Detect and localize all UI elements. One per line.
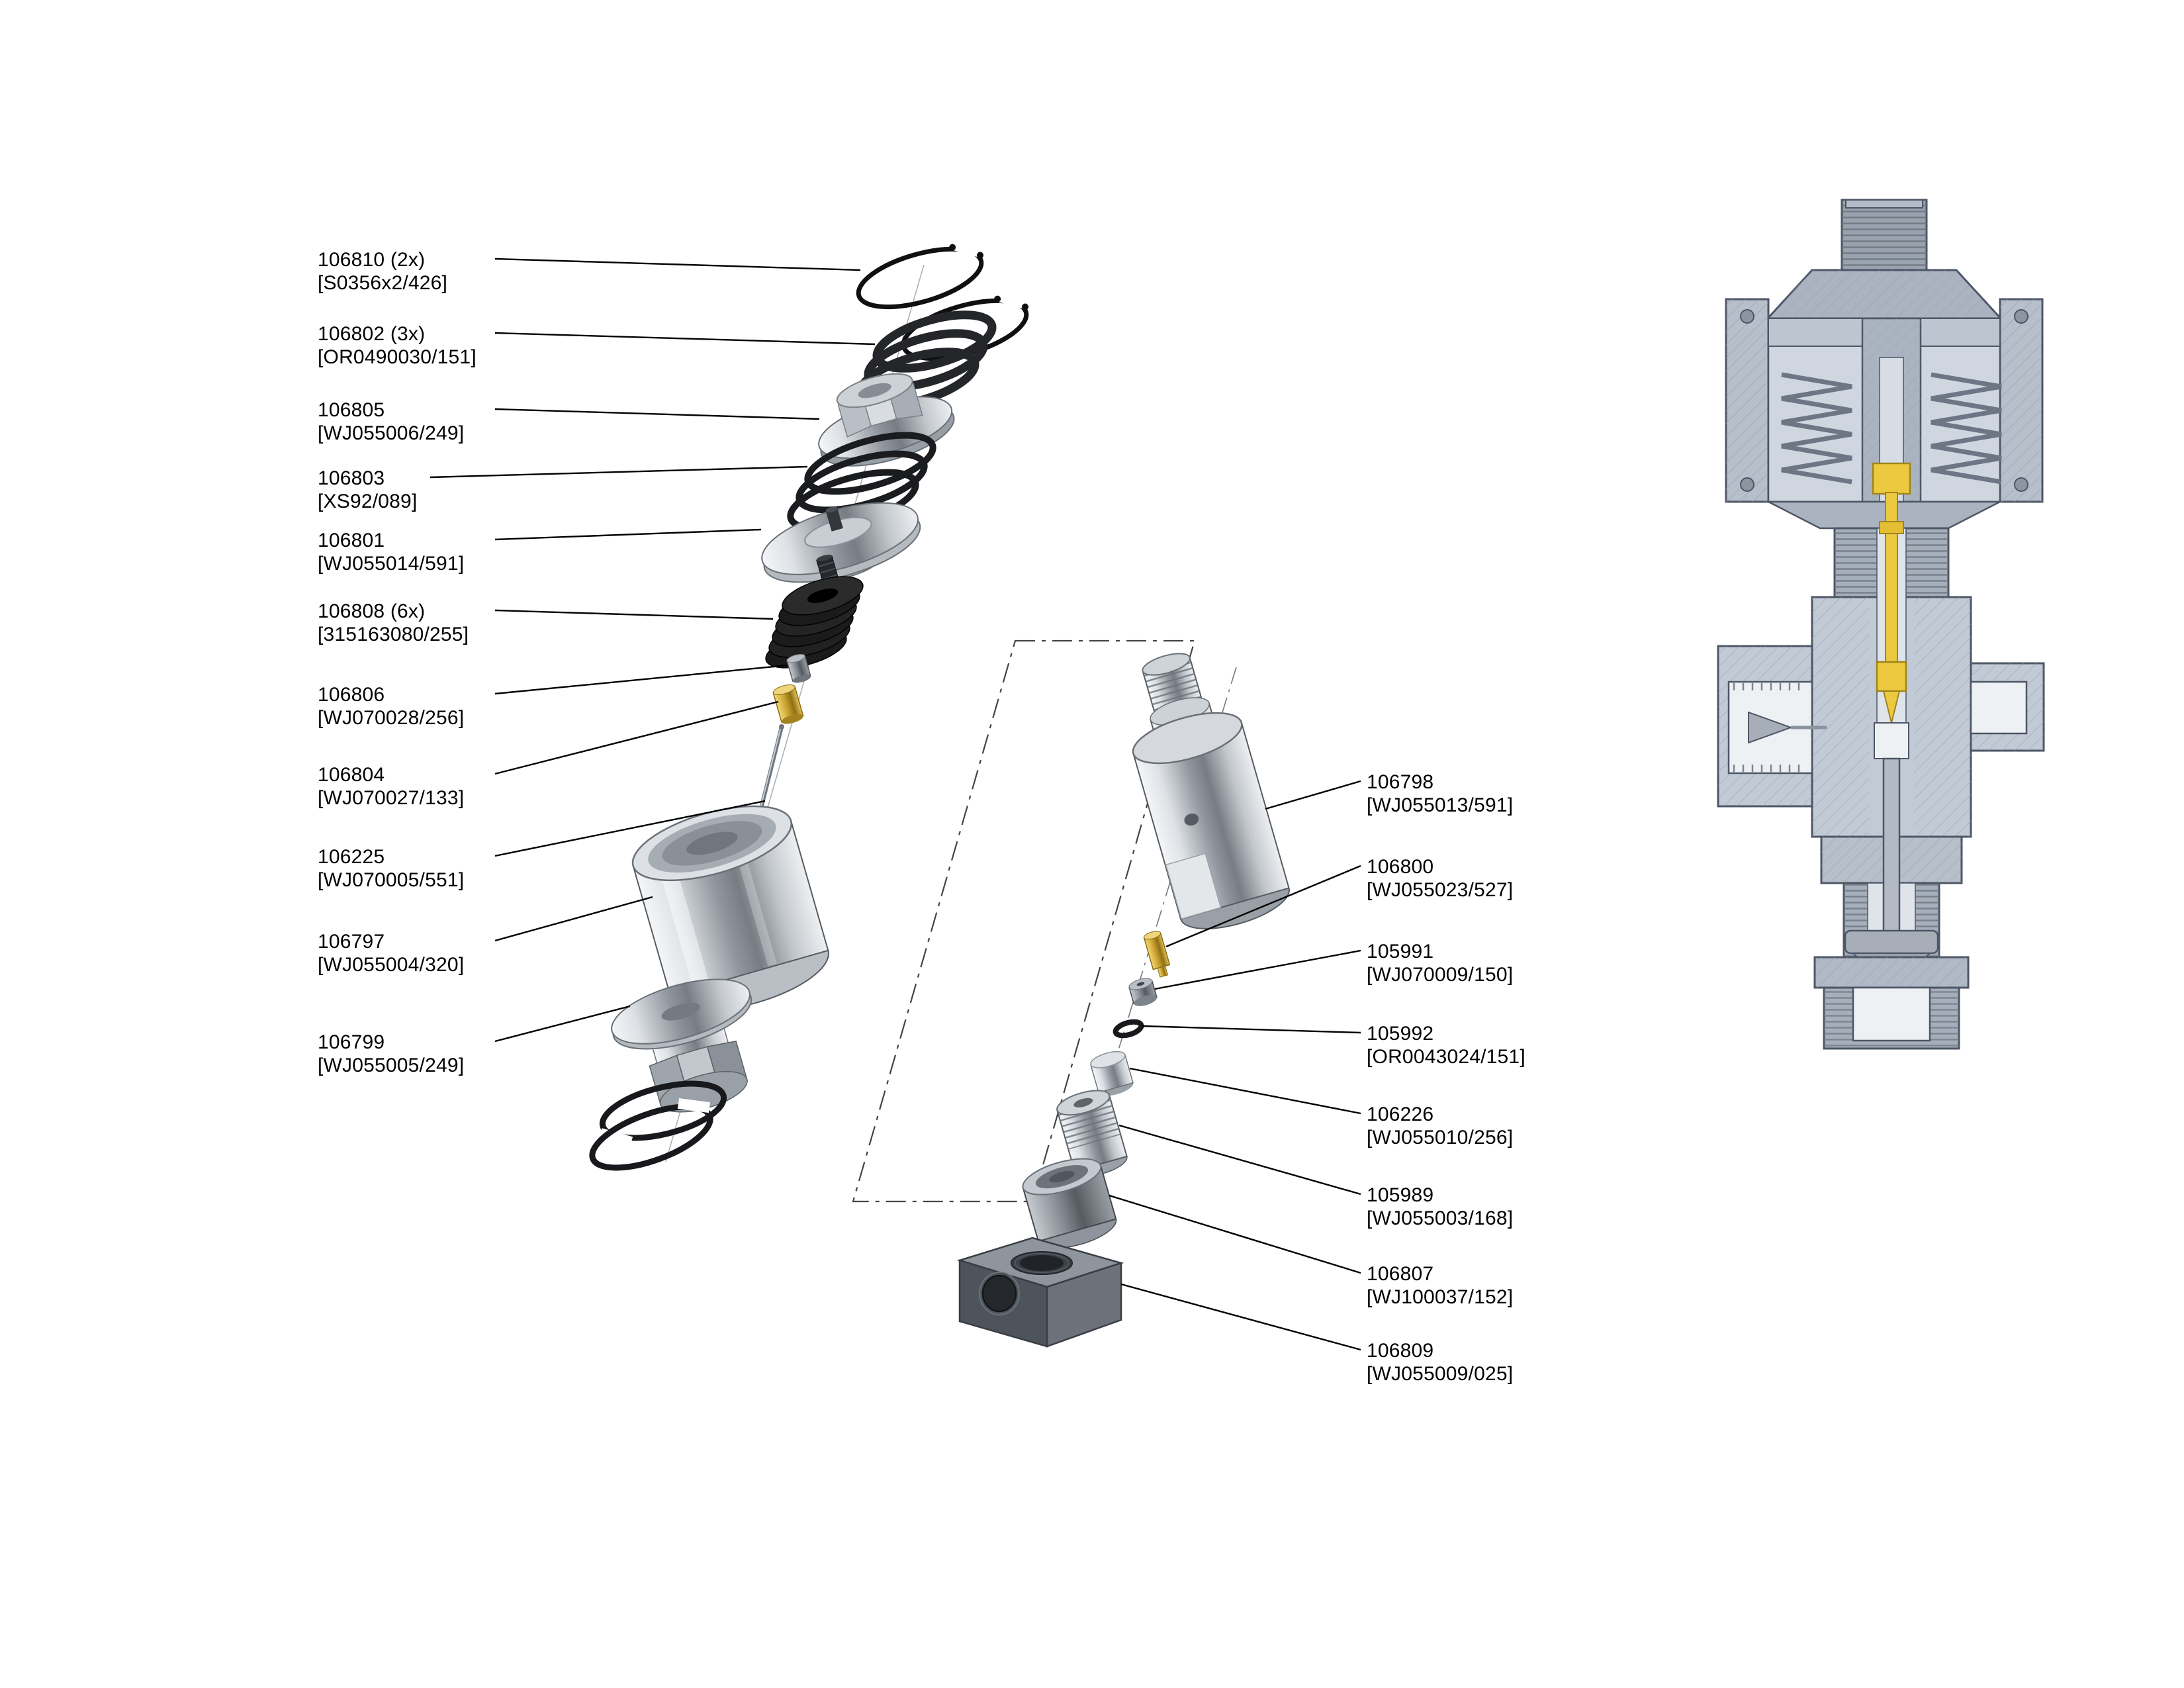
part-number: 106806 xyxy=(318,684,385,706)
part-ref: [OR0490030/151] xyxy=(318,346,477,368)
part-number: 105989 xyxy=(1367,1184,1434,1206)
part-ref: [WJ070027/133] xyxy=(318,787,465,809)
part-ref: [WJ055013/591] xyxy=(1367,794,1514,816)
left-exploded-view xyxy=(589,240,1029,1171)
part-label-106804: 106804 [WJ070027/133] xyxy=(318,763,464,810)
leader-line xyxy=(1154,949,1361,990)
leader-line xyxy=(1165,865,1361,948)
leader-line xyxy=(494,528,762,541)
part-106810-snap-ring-1 xyxy=(856,240,984,310)
leader-line xyxy=(494,700,779,775)
leader-line xyxy=(494,332,876,346)
leader-line xyxy=(1120,1283,1361,1351)
part-label-105991: 105991 [WJ070009/150] xyxy=(1367,940,1513,986)
part-label-106797: 106797 [WJ055004/320] xyxy=(318,930,464,976)
part-number: 106803 xyxy=(318,467,385,489)
part-number: 106799 xyxy=(318,1031,385,1053)
part-106809-block xyxy=(956,1237,1124,1348)
part-label-106800: 106800 [WJ055023/527] xyxy=(1367,855,1513,902)
part-number: 106801 xyxy=(318,530,385,551)
part-ref: [WJ055023/527] xyxy=(1367,879,1514,901)
part-106800-brass-pin xyxy=(1143,931,1171,978)
part-105992-oring xyxy=(1113,1019,1144,1039)
part-label-105992: 105992 [OR0043024/151] xyxy=(1367,1022,1525,1068)
part-106804-brass-bushing xyxy=(772,684,804,724)
part-label-105989: 105989 [WJ055003/168] xyxy=(1367,1184,1513,1230)
part-ref: [WJ055004/320] xyxy=(318,954,465,976)
part-ref: [WJ070028/256] xyxy=(318,707,465,729)
part-number: 105992 xyxy=(1367,1023,1434,1045)
part-number: 106805 xyxy=(318,399,385,421)
part-ref: [WJ055006/249] xyxy=(318,422,465,444)
part-label-106807: 106807 [WJ100037/152] xyxy=(1367,1262,1513,1309)
part-106808-seal-stack xyxy=(765,576,864,669)
leader-line xyxy=(494,258,861,271)
part-label-106801: 106801 [WJ055014/591] xyxy=(318,529,464,575)
part-number: 106798 xyxy=(1367,771,1434,793)
part-label-106806: 106806 [WJ070028/256] xyxy=(318,683,464,729)
part-label-106810: 106810 (2x) [S0356x2/426] xyxy=(318,248,447,295)
part-ref: [WJ055010/256] xyxy=(1367,1127,1514,1149)
part-number: 106804 xyxy=(318,764,385,786)
part-number: 106225 xyxy=(318,846,385,868)
part-number: 106800 xyxy=(1367,856,1434,878)
leader-line xyxy=(494,800,766,857)
detail-boundary-dashdot xyxy=(852,639,1196,1203)
part-ref: [S0356x2/426] xyxy=(318,272,448,294)
part-ref: [315163080/255] xyxy=(318,624,469,645)
part-label-106809: 106809 [WJ055009/025] xyxy=(1367,1339,1513,1385)
part-105991-nut xyxy=(1128,978,1158,1006)
leader-line xyxy=(494,1005,631,1043)
part-106807-cylinder-nut xyxy=(1022,1158,1117,1249)
part-105989-threaded-seat xyxy=(1056,1090,1128,1177)
leader-lines xyxy=(430,258,1361,1351)
part-ref: [WJ100037/152] xyxy=(1367,1286,1514,1308)
leader-line xyxy=(494,609,774,620)
part-label-106799: 106799 [WJ055005/249] xyxy=(318,1031,464,1077)
part-label-106798: 106798 [WJ055013/591] xyxy=(1367,771,1513,817)
part-ref: [WJ055005/249] xyxy=(318,1055,465,1076)
part-ref: [OR0043024/151] xyxy=(1367,1046,1525,1068)
part-label-106805: 106805 [WJ055006/249] xyxy=(318,399,464,445)
part-label-106802: 106802 (3x) [OR0490030/151] xyxy=(318,322,477,369)
part-label-106803: 106803 [XS92/089] xyxy=(318,467,417,513)
part-ref: [WJ070009/150] xyxy=(1367,964,1514,986)
part-number: 106810 (2x) xyxy=(318,249,426,271)
part-ref: [WJ055009/025] xyxy=(1367,1363,1514,1385)
leader-line xyxy=(494,664,788,695)
part-106797-cylinder xyxy=(631,805,829,1011)
part-number: 106802 (3x) xyxy=(318,323,426,345)
part-number: 105991 xyxy=(1367,941,1434,962)
part-label-106226: 106226 [WJ055010/256] xyxy=(1367,1103,1513,1149)
part-ref: [WJ055003/168] xyxy=(1367,1207,1514,1229)
leader-line xyxy=(494,896,653,942)
part-number: 106807 xyxy=(1367,1263,1434,1285)
leader-line xyxy=(1118,1124,1361,1196)
leader-line xyxy=(1129,1067,1361,1115)
cross-section-view xyxy=(1717,199,2045,1050)
leader-line xyxy=(1141,1025,1361,1034)
part-ref: [WJ055014/591] xyxy=(318,553,465,575)
part-number: 106226 xyxy=(1367,1103,1434,1125)
part-label-106808: 106808 (6x) [315163080/255] xyxy=(318,600,469,646)
part-number: 106797 xyxy=(318,931,385,953)
part-ref: [WJ070005/551] xyxy=(318,869,465,891)
part-106226-spacer xyxy=(1090,1051,1134,1096)
part-label-106225: 106225 [WJ070005/551] xyxy=(318,845,464,892)
part-106799-gland xyxy=(611,978,752,1113)
part-number: 106808 (6x) xyxy=(318,600,426,622)
leader-line xyxy=(430,465,808,479)
leader-line xyxy=(1109,1194,1361,1274)
part-106806-spacer xyxy=(786,653,811,683)
part-number: 106809 xyxy=(1367,1340,1434,1362)
part-106799-springs xyxy=(589,1080,727,1171)
leader-line xyxy=(494,408,820,420)
leader-line xyxy=(1265,780,1361,810)
right-exploded-view xyxy=(956,653,1290,1348)
part-ref: [XS92/089] xyxy=(318,491,418,512)
part-106798-body xyxy=(1132,653,1290,929)
